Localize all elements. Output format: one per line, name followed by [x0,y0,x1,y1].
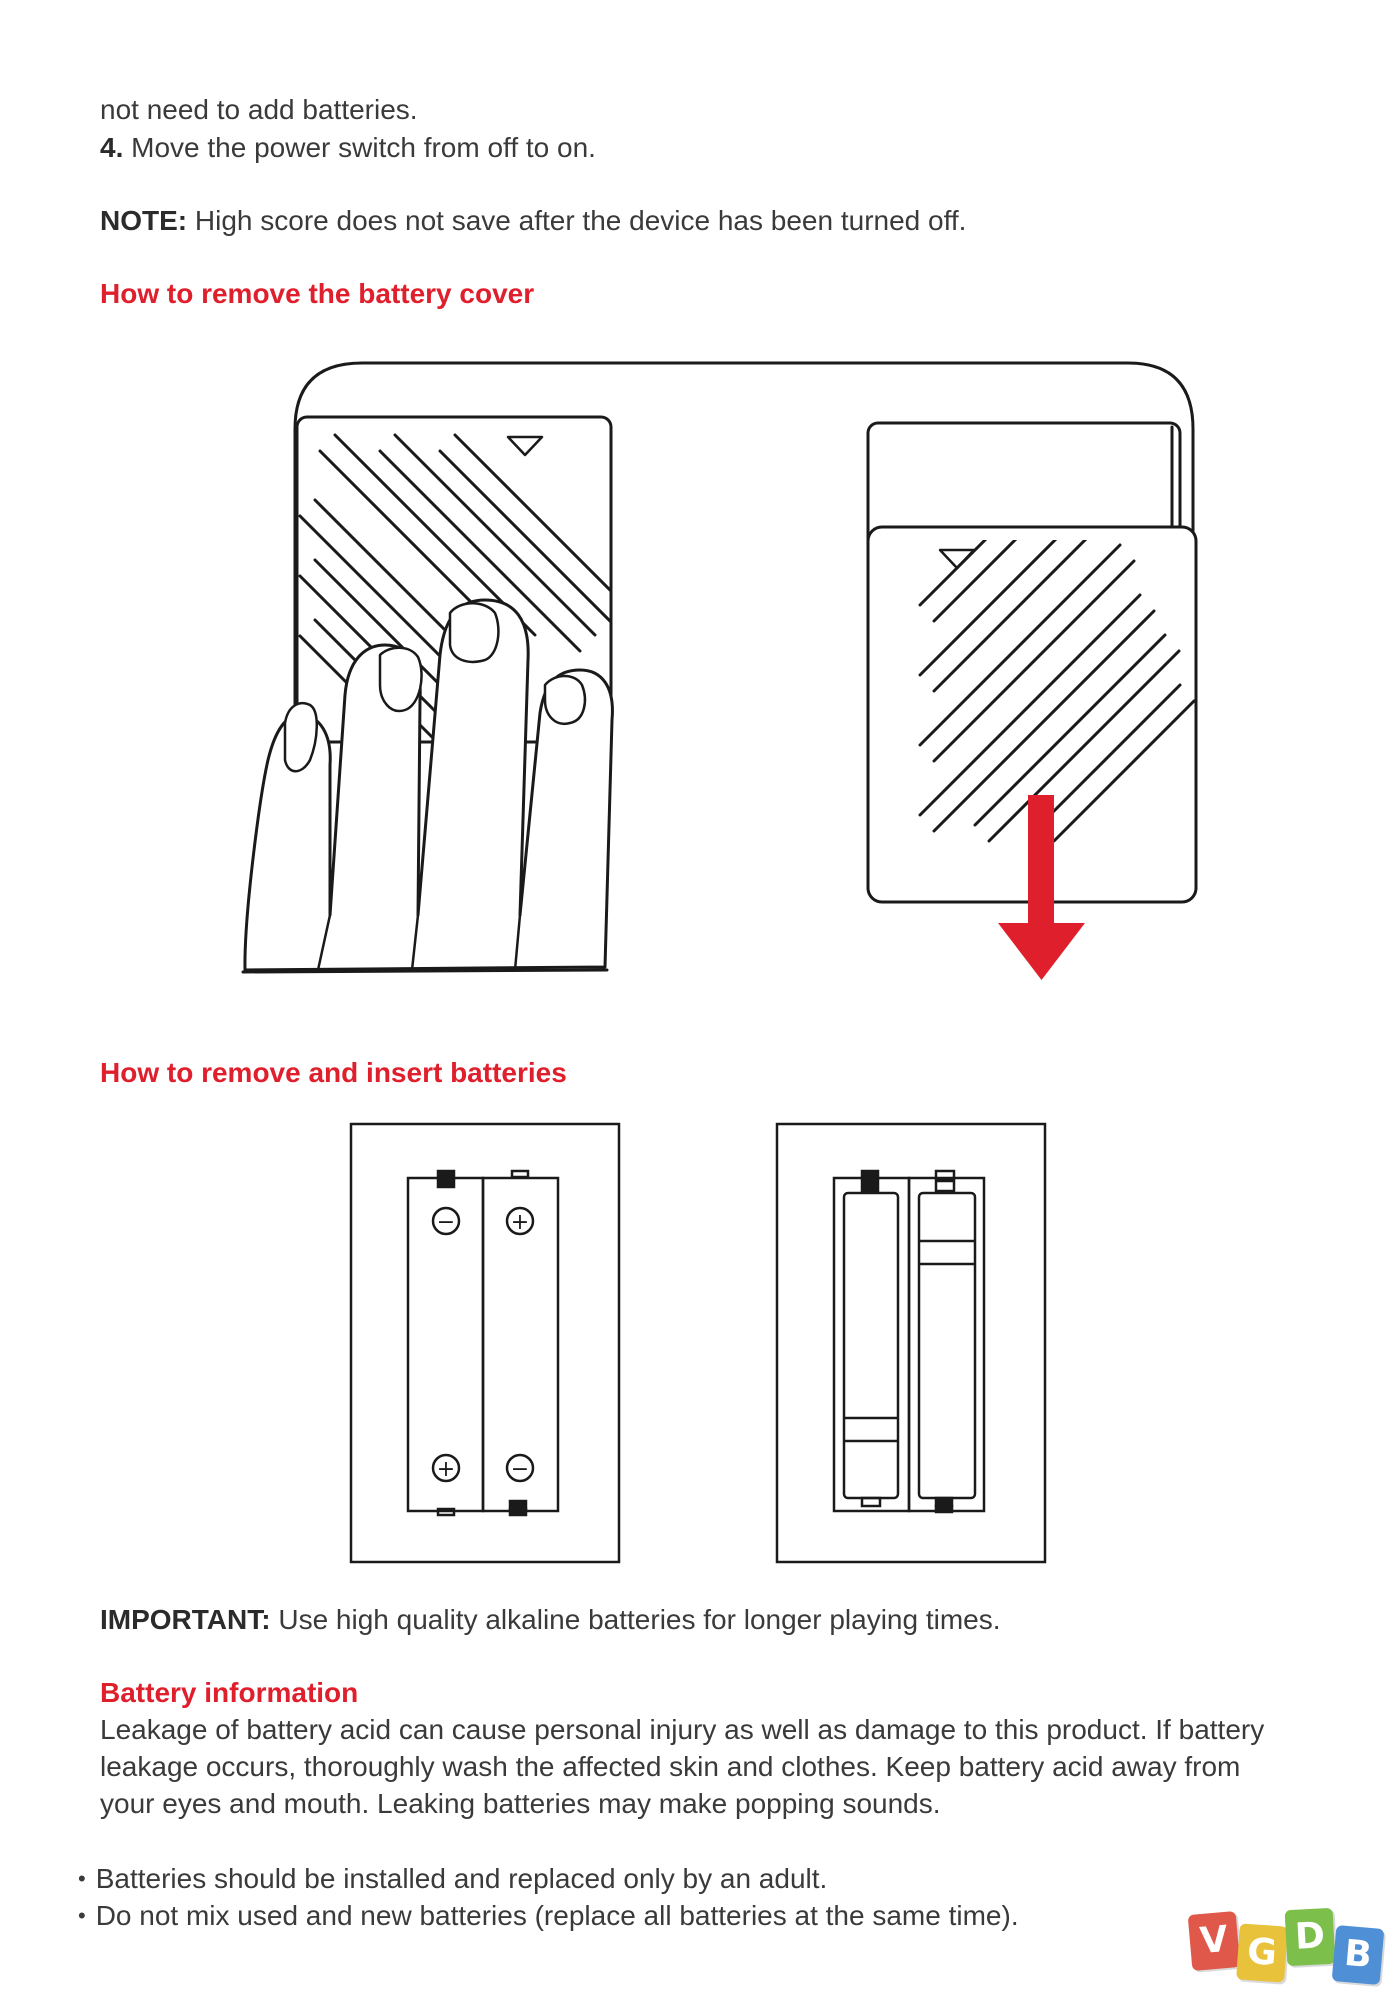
note: NOTE: High score does not save after the… [100,203,966,239]
heading-remove-cover: How to remove the battery cover [100,278,535,309]
step-4-number: 4. [100,132,124,163]
left-arrow-marker [506,435,544,457]
minus-symbol-top-left: − [437,1210,455,1235]
battery-compartment-empty: − + + − [349,1122,621,1564]
plus-symbol-bottom-left: + [437,1457,455,1482]
plus-symbol-top-right: + [511,1210,529,1235]
logo-tile-d: D [1284,1907,1336,1967]
minus-symbol-bottom-right: − [511,1457,529,1482]
bullet-item: Batteries should be installed and replac… [78,1860,1019,1897]
important-label: IMPORTANT: [100,1604,271,1635]
step-4: 4. Move the power switch from off to on. [100,130,596,166]
right-arrow-marker [938,548,976,570]
heading-remove-insert: How to remove and insert batteries [100,1057,567,1088]
slide-down-arrow [998,795,1085,980]
battery-cover-illustration [241,361,1198,980]
battery-compartment-filled [775,1122,1047,1564]
logo-tile-v: V [1187,1911,1241,1971]
important-note: IMPORTANT: Use high quality alkaline bat… [100,1602,1001,1638]
heading-battery-info: Battery information [100,1677,359,1708]
bullet-item: Do not mix used and new batteries (repla… [78,1897,1019,1934]
battery-bullet-list: Batteries should be installed and replac… [78,1860,1019,1934]
logo-tile-g: G [1236,1923,1288,1983]
battery-info-paragraph: Leakage of battery acid can cause person… [100,1714,1265,1819]
intro-tail: not need to add batteries. [100,94,418,125]
important-text: Use high quality alkaline batteries for … [270,1604,1001,1635]
note-text: High score does not save after the devic… [187,205,967,236]
hand [241,598,614,974]
device-body [293,361,1195,787]
vgdb-watermark-logo: V G D B [1187,1905,1390,1990]
step-4-text: Move the power switch from off to on. [123,132,596,163]
note-label: NOTE: [100,205,188,236]
logo-tile-b: B [1331,1925,1385,1985]
